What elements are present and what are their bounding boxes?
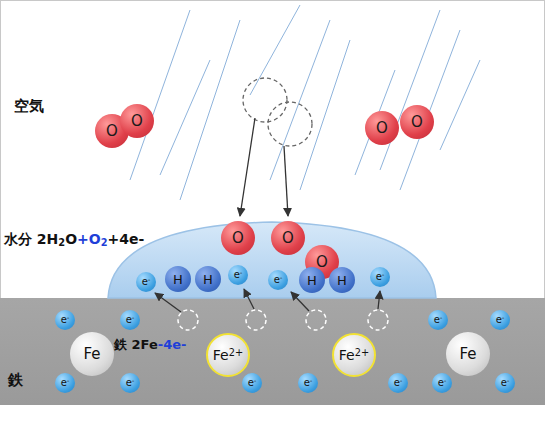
motion-arrow — [155, 118, 380, 312]
atom-symbol: H — [337, 274, 347, 287]
atom-symbol: O — [316, 255, 328, 270]
electron: e- — [388, 373, 408, 393]
atom-symbol: H — [203, 273, 213, 286]
atom-symbol: O — [106, 124, 118, 139]
oxygen-atom: O — [400, 105, 434, 139]
atom-symbol: e- — [274, 275, 283, 285]
atom-symbol: e- — [376, 272, 385, 282]
atom-symbol: O — [376, 121, 388, 136]
atom-symbol: e- — [126, 315, 135, 325]
rain-line — [180, 20, 240, 200]
atom-symbol: H — [173, 273, 183, 286]
atom-symbol: e- — [248, 378, 257, 388]
iron-ion: Fe2+ — [206, 333, 250, 377]
hydrogen-atom: H — [329, 267, 355, 293]
atom-symbol: e- — [61, 378, 70, 388]
hydrogen-atom: H — [165, 266, 191, 292]
atom-symbol: Fe2+ — [213, 348, 243, 362]
rain-line — [130, 10, 190, 180]
atom-symbol: e- — [438, 378, 447, 388]
rain-line — [160, 60, 210, 175]
atom-symbol: Fe — [459, 347, 476, 362]
atom-symbol: Fe — [83, 347, 100, 362]
atom-symbol: e- — [496, 315, 505, 325]
frame — [1, 1, 545, 405]
rain-line — [380, 10, 440, 170]
rain-line — [250, 5, 300, 95]
hydrogen-atom: H — [299, 267, 325, 293]
electron: e- — [370, 267, 390, 287]
atom-symbol: O — [282, 231, 294, 246]
electron: e- — [242, 373, 262, 393]
hydrogen-atom: H — [195, 266, 221, 292]
atom-symbol: e- — [501, 378, 510, 388]
atom-symbol: O — [131, 114, 143, 129]
label-text: 鉄 2Fe-4e- — [114, 338, 186, 352]
electron: e- — [55, 310, 75, 330]
oxygen-outline — [243, 78, 312, 146]
electron: e- — [136, 272, 156, 292]
atom-symbol: H — [307, 274, 317, 287]
electron: e- — [428, 310, 448, 330]
iron-atom: Fe — [70, 332, 114, 376]
iron-band — [0, 298, 545, 405]
electron: e- — [268, 270, 288, 290]
rain-lines — [130, 5, 480, 200]
electron: e- — [120, 310, 140, 330]
atom-symbol: e- — [126, 378, 135, 388]
electron-vacancy — [178, 310, 388, 330]
oxygen-atom: O — [271, 221, 305, 255]
atom-symbol: O — [411, 115, 423, 130]
electron: e- — [120, 373, 140, 393]
atom-symbol: O — [232, 231, 244, 246]
atom-symbol: Fe2+ — [339, 348, 369, 362]
atom-symbol: e- — [434, 315, 443, 325]
atom-symbol: e- — [142, 277, 151, 287]
oxygen-atom: O — [120, 104, 154, 138]
atom-symbol: e- — [234, 270, 243, 280]
rain-line — [440, 60, 480, 150]
iron-atom: Fe — [446, 332, 490, 376]
oxygen-atom: O — [365, 111, 399, 145]
electron: e- — [228, 265, 248, 285]
label-text: 鉄 — [8, 372, 23, 389]
oxygen-atom: O — [221, 221, 255, 255]
rain-line — [270, 20, 330, 180]
electron: e- — [490, 310, 510, 330]
label-text: 空気 — [14, 98, 44, 115]
label-text: 水分 2H2O+O2+4e- — [4, 232, 144, 249]
rain-line — [300, 40, 350, 190]
atom-symbol: e- — [304, 378, 313, 388]
electron: e- — [55, 373, 75, 393]
rain-line — [400, 30, 460, 190]
atom-symbol: e- — [394, 378, 403, 388]
iron-ion: Fe2+ — [332, 333, 376, 377]
electron: e- — [495, 373, 515, 393]
electron: e- — [298, 373, 318, 393]
atom-symbol: e- — [61, 315, 70, 325]
water-droplet — [108, 222, 436, 298]
electron: e- — [432, 373, 452, 393]
